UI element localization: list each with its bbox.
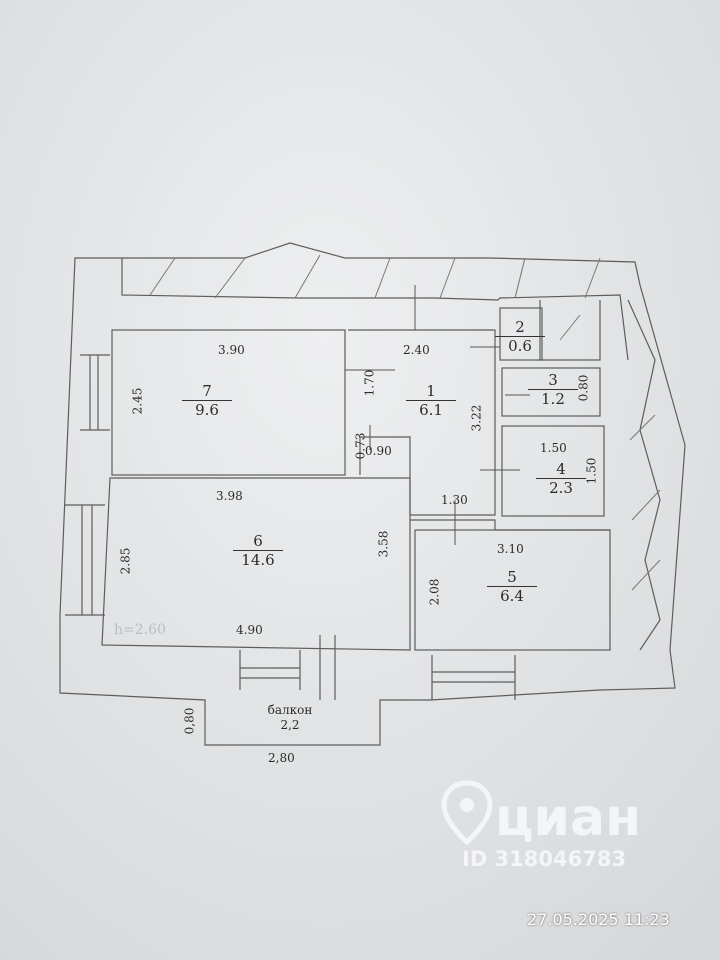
ceiling-height: h=2.60 (114, 622, 166, 638)
watermark-brand: циан (495, 788, 641, 848)
dim-room6-top: 3.98 (216, 489, 243, 503)
dim-080: 0.80 (576, 374, 591, 402)
room-4-outline (501, 425, 605, 517)
dim-322: 3.22 (469, 404, 484, 432)
dim-balcony-depth: 0,80 (182, 707, 197, 735)
room-1-area: 6.1 (406, 400, 456, 418)
room-5-area: 6.4 (487, 586, 537, 604)
photo-timestamp: 27.05.2025 11:23 (527, 910, 670, 929)
dim-room5-height: 2.08 (427, 578, 442, 606)
room-7-outline (111, 329, 346, 476)
dim-room7-width: 3.90 (218, 343, 245, 357)
location-pin-icon (441, 780, 493, 845)
room-7-area: 9.6 (182, 400, 232, 418)
dim-090: 0.90 (365, 444, 392, 458)
dim-room1-width: 2.40 (403, 343, 430, 357)
room-1-number: 1 (426, 382, 436, 400)
room-7-number: 7 (202, 382, 212, 400)
dim-room7-height: 2.45 (130, 387, 145, 415)
dim-room4-height: 1.50 (584, 457, 599, 485)
room-5-number: 5 (507, 568, 517, 586)
dim-room6-bottom: 4.90 (236, 623, 263, 637)
dim-170: 1.70 (362, 369, 377, 397)
room-6-number: 6 (253, 532, 263, 550)
dim-358: 3.58 (376, 530, 391, 558)
balcony-label: балкон (267, 703, 313, 717)
dim-room5-width: 3.10 (497, 542, 524, 556)
balcony-area: 2,2 (280, 718, 300, 732)
dim-285: 2.85 (118, 547, 133, 575)
room-2-outline (499, 307, 543, 361)
room-3-outline (501, 367, 601, 417)
room-2-number: 2 (515, 318, 525, 336)
room-4-number: 4 (556, 460, 566, 478)
outer-wall-outline (59, 242, 686, 746)
room-3-area: 1.2 (528, 389, 578, 407)
inner-top-wall (121, 258, 629, 361)
dim-room4-width: 1.50 (540, 441, 567, 455)
room-4-area: 2.3 (536, 478, 586, 496)
watermark-id: ID 318046783 (462, 847, 627, 871)
room-6-area: 14.6 (233, 550, 283, 568)
room-3-number: 3 (548, 371, 558, 389)
room-6-outline (101, 477, 411, 651)
room-2-area: 0.6 (495, 336, 545, 354)
dim-130: 1.30 (441, 493, 468, 507)
dim-balcony-width: 2,80 (268, 751, 295, 765)
